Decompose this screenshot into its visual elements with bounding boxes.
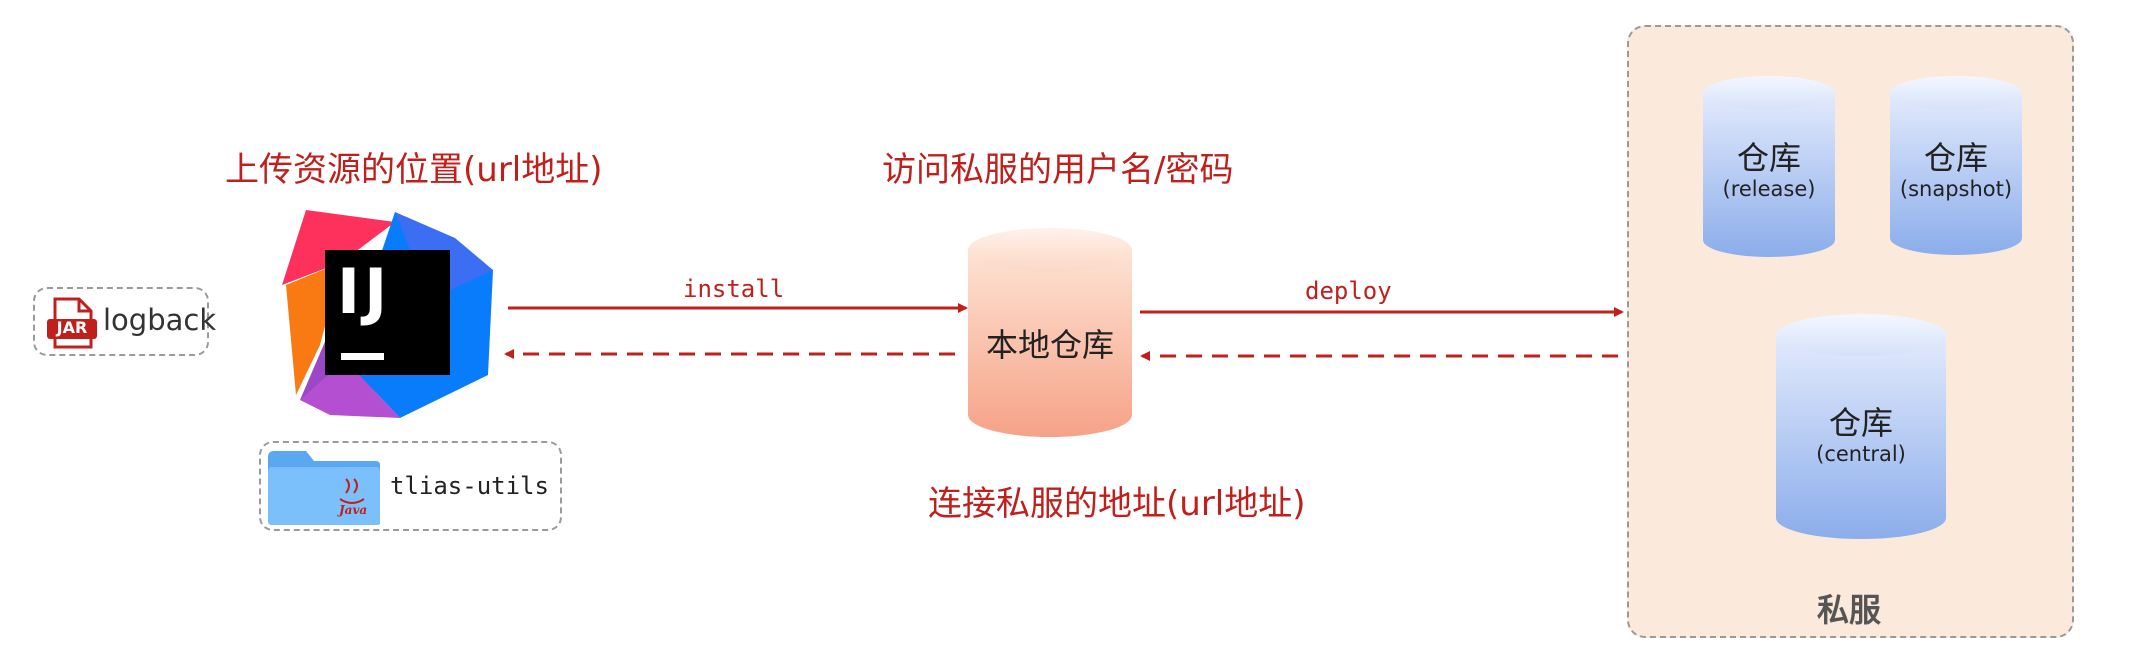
central-repository-cylinder <box>1776 314 1946 539</box>
logback-label: logback <box>103 303 217 337</box>
logback-jar-box: JAR logback <box>33 287 216 356</box>
release-repository-name: 仓库 <box>1736 139 1801 177</box>
deploy-label: deploy <box>1305 277 1392 305</box>
install-label: install <box>683 275 785 303</box>
central-repository-type: (central) <box>1816 442 1906 466</box>
central-repository-name: 仓库 <box>1828 404 1893 442</box>
intellij-logo-icon <box>282 210 493 418</box>
local-repository-cylinder <box>968 228 1132 437</box>
intellij-logo-text: IJ <box>337 255 392 328</box>
credentials-title: 访问私服的用户名/密码 <box>882 150 1234 190</box>
snapshot-repository-name: 仓库 <box>1923 139 1988 177</box>
release-repository-type: (release) <box>1722 177 1816 201</box>
tlias-utils-label: tlias-utils <box>390 472 549 500</box>
snapshot-repository-cylinder <box>1890 76 2022 255</box>
release-repository-cylinder <box>1703 76 1835 257</box>
upload-location-title: 上传资源的位置(url地址) <box>225 150 603 190</box>
tlias-utils-project-box: Java tlias-utils <box>259 441 562 531</box>
private-server-label: 私服 <box>1817 591 1882 629</box>
java-folder-icon <box>268 451 380 525</box>
jar-badge-text: JAR <box>56 318 88 337</box>
local-repository-label: 本地仓库 <box>985 326 1114 364</box>
server-address-title: 连接私服的地址(url地址) <box>928 484 1306 524</box>
java-badge-text: Java <box>339 503 368 517</box>
snapshot-repository-type: (snapshot) <box>1899 177 2013 201</box>
jar-file-icon <box>47 297 97 349</box>
